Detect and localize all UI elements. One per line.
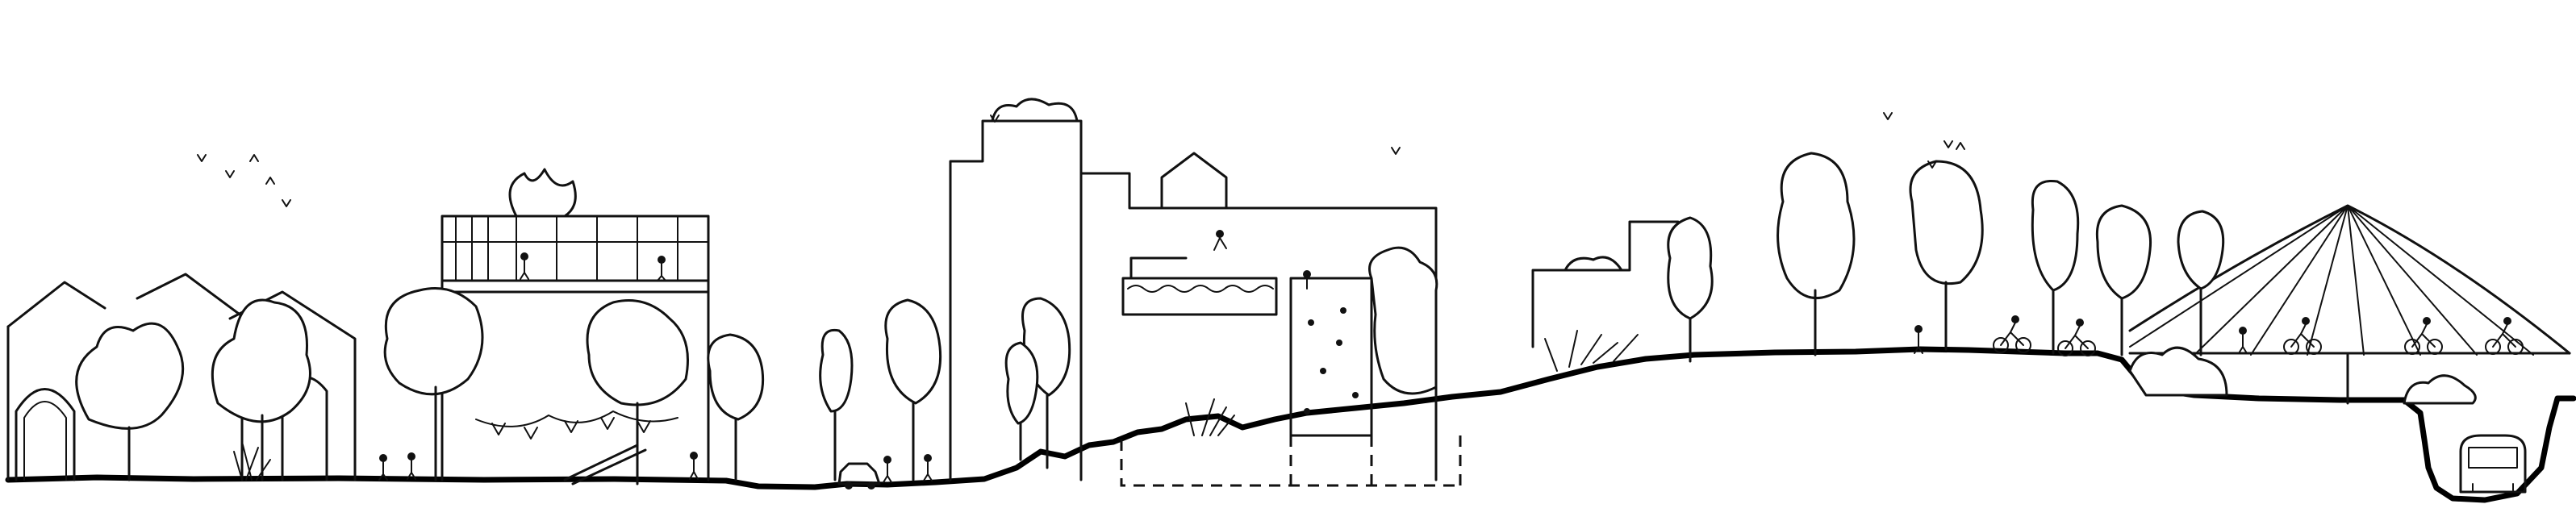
- bird-icon: [1943, 140, 1953, 148]
- bird-icon: [249, 154, 259, 162]
- trees: [75, 152, 2225, 481]
- tree-icon: [383, 287, 484, 481]
- underground-rooms: [1120, 435, 1462, 487]
- bicycle-icon: [2485, 317, 2524, 355]
- tree-icon: [1667, 216, 1714, 363]
- person-icon: [689, 452, 699, 480]
- tree-icon: [2177, 210, 2225, 356]
- person-icon: [883, 456, 892, 483]
- shrubs: [233, 330, 2477, 481]
- bird-icon: [1956, 142, 1965, 150]
- bird-icon: [282, 199, 291, 207]
- roof-house: [1160, 152, 1228, 210]
- person-icon: [1914, 325, 1923, 354]
- tree-icon: [884, 298, 942, 481]
- person-icon: [1213, 230, 1227, 251]
- diving-board: [1129, 256, 1188, 280]
- birds: [197, 112, 1965, 207]
- pool: [1121, 277, 1278, 316]
- car-icon: [837, 462, 881, 490]
- tree-icon: [586, 299, 689, 481]
- train-icon: [2459, 434, 2527, 494]
- tree-icon: [1909, 160, 1984, 351]
- person-icon: [378, 454, 388, 481]
- bicycle-icon: [1993, 315, 2031, 353]
- climbing-wall-building: [949, 98, 1438, 481]
- person-icon: [520, 252, 529, 280]
- bird-icon: [225, 170, 235, 178]
- garland: [475, 410, 678, 427]
- bird-icon: [990, 115, 1000, 123]
- tree-icon: [1004, 341, 1039, 461]
- person-icon: [2238, 327, 2248, 354]
- arched-window: [15, 388, 76, 481]
- tree-icon: [2095, 204, 2152, 356]
- terraced-blocks: [1531, 220, 1680, 348]
- tree-icon: [819, 328, 854, 481]
- climbing-wall: [1289, 277, 1373, 437]
- person-icon: [1303, 270, 1311, 290]
- bicycle-icon: [2057, 319, 2096, 356]
- rooftop-plant: [508, 168, 577, 218]
- people: [378, 230, 2248, 483]
- person-icon: [923, 454, 933, 481]
- tree-icon: [1776, 152, 1856, 356]
- bicycles: [1993, 315, 2524, 356]
- bicycle-icon: [2283, 317, 2322, 355]
- bird-icon: [1883, 112, 1893, 120]
- bird-icon: [1391, 147, 1401, 155]
- bird-icon: [265, 177, 275, 185]
- tree-icon: [211, 298, 311, 481]
- tree-icon: [75, 322, 185, 481]
- person-icon: [407, 452, 416, 480]
- tree-icon: [707, 333, 765, 481]
- roof-garden: [991, 98, 1079, 123]
- person-icon: [657, 256, 666, 281]
- bird-icon: [197, 154, 207, 162]
- bicycle-icon: [2404, 317, 2443, 355]
- bird-icon: [1927, 160, 1937, 169]
- tree-icon: [2031, 179, 2080, 355]
